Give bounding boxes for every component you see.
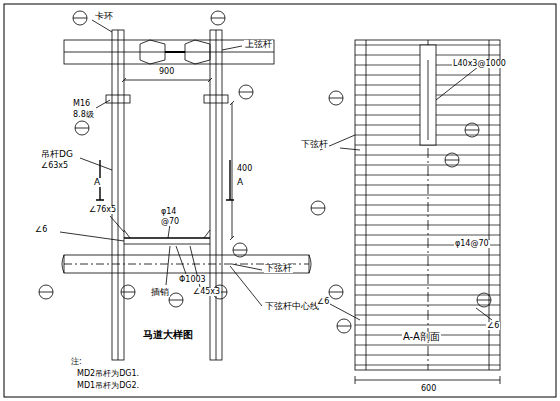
label: A [236, 178, 244, 187]
title: 马道大样图 [142, 330, 194, 340]
label: L40x3@1000 [452, 60, 507, 68]
label: Φ1003 [178, 276, 207, 284]
label: 400 [236, 165, 253, 173]
label: 600 [420, 385, 437, 393]
label: MD1吊杆为DG2. [76, 382, 140, 390]
label: 8.8级 [72, 111, 95, 119]
label: ∠6 [486, 322, 500, 330]
label: 下弦杆中心线 [264, 302, 320, 311]
label: ∠63x5 [40, 162, 69, 170]
label: ∠45x3 [192, 288, 221, 296]
label: M16 [72, 100, 91, 108]
label: ∠6 [34, 226, 48, 234]
label: MD2吊杆为DG1. [76, 370, 140, 378]
label: ∠6 [316, 298, 330, 306]
label: φ14@70 [454, 240, 490, 248]
label: @70 [160, 218, 180, 226]
label: 注: [70, 358, 83, 366]
label: 下弦杆 [300, 140, 329, 149]
label: 900 [158, 68, 175, 76]
label: A-A剖面 [402, 332, 441, 342]
label: 卡环 [94, 12, 114, 21]
callout-circles [39, 11, 491, 333]
label: 下弦杆 [264, 264, 293, 273]
frame [4, 4, 556, 397]
label: 上弦杆 [244, 40, 273, 49]
label: 吊杆DG [40, 150, 74, 159]
label: ∠76x5 [88, 206, 117, 214]
label: 插销 [150, 288, 170, 297]
label: φ14 [160, 208, 177, 216]
label: A [93, 178, 101, 187]
section-view [320, 40, 500, 384]
